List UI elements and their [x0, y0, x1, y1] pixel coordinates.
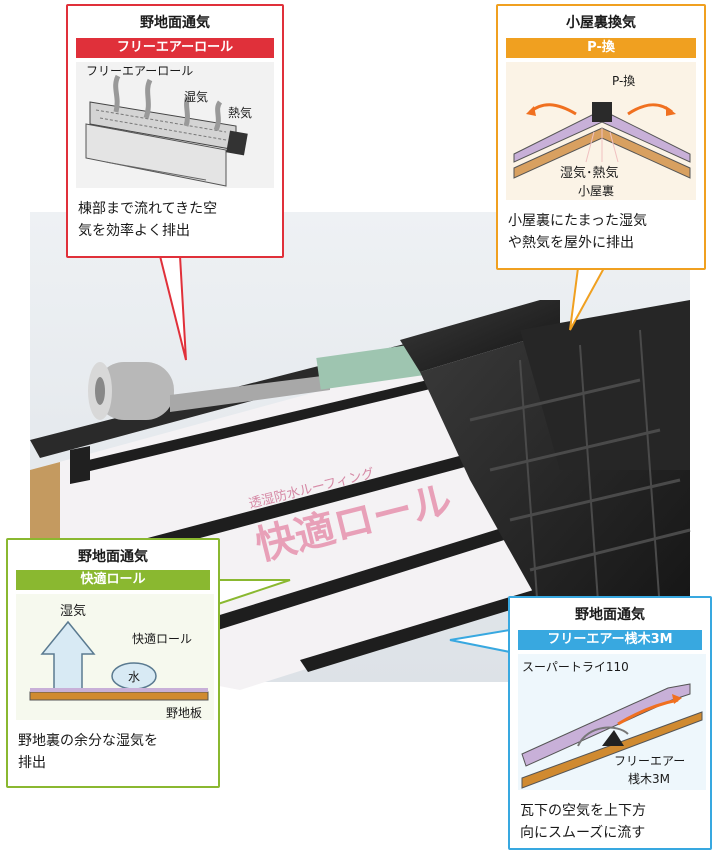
- label-product: P-換: [612, 74, 636, 88]
- desc-line-1: 小屋裏にたまった湿気: [508, 213, 648, 229]
- free-air-roll-art: フリーエアーロール 湿気 熱気: [76, 62, 274, 188]
- label-product: フリーエアーロール: [86, 64, 194, 78]
- kaiteki-roll-art: 湿気 快適ロール 水 野地板: [16, 594, 214, 720]
- batten-4: [300, 570, 608, 672]
- desc-line-2: や熱気を屋外に排出: [508, 235, 634, 251]
- label-humidity: 湿気: [60, 604, 87, 619]
- batten-1: [80, 370, 476, 472]
- callout-description: 野地裏の余分な湿気を 排出: [18, 730, 210, 774]
- callout-title: 小屋裏換気: [566, 15, 636, 31]
- label-heat: 熱気: [228, 106, 253, 120]
- desc-line-2: 排出: [18, 755, 46, 771]
- callout-free-air-roll: 野地面通気 フリーエアーロール フリーエアーロール 湿気 熱気 棟部まで流れてき…: [66, 4, 284, 258]
- callout-title: 野地面通気: [78, 549, 148, 565]
- callout-free-air-batten: 野地面通気 フリーエアー桟木3M スーパートライ110 フリーエアー 桟木3M …: [508, 596, 712, 850]
- desc-line-1: 棟部まで流れてきた空: [78, 201, 218, 217]
- label-batten-line1: フリーエアー: [614, 754, 686, 768]
- label-water: 水: [128, 670, 141, 684]
- label-sheet: スーパートライ110: [522, 660, 629, 674]
- p-kan-vent: [316, 342, 432, 390]
- callout-description: 小屋裏にたまった湿気 や熱気を屋外に排出: [508, 210, 696, 254]
- callout-description: 棟部まで流れてきた空 気を効率よく排出: [78, 198, 274, 242]
- callout-title: 野地面通気: [575, 607, 645, 623]
- callout-band: P-換: [506, 38, 696, 58]
- desc-line-1: 野地裏の余分な湿気を: [18, 733, 158, 749]
- roof-tiles: [400, 300, 691, 641]
- desc-line-2: 向にスムーズに流す: [520, 825, 646, 841]
- batten-3: [210, 510, 568, 630]
- free-air-batten-art: スーパートライ110 フリーエアー 桟木3M: [518, 654, 706, 790]
- free-air-roll: [88, 362, 330, 420]
- label-batten-line2: 桟木3M: [628, 772, 670, 786]
- callout-title: 野地面通気: [140, 15, 210, 31]
- callout-band: フリーエアーロール: [76, 38, 274, 58]
- label-board: 野地板: [166, 706, 203, 720]
- callout-kaiteki-roll: 野地面通気 快適ロール 湿気 快適ロール 水 野地板 野地裏の余分な湿気を 排出: [6, 538, 220, 788]
- p-kan-art: P-換 湿気･熱気 小屋裏: [506, 62, 696, 200]
- batten-2: [140, 440, 528, 552]
- label-humidity: 湿気: [184, 90, 209, 104]
- callout-band: 快適ロール: [16, 570, 210, 590]
- wood-edge: [30, 462, 60, 548]
- desc-line-2: 気を効率よく排出: [78, 223, 190, 239]
- callout-p-kan: 小屋裏換気 P-換 P-換 湿気･熱気 小屋裏 小屋裏にたまった湿気 や熱気を屋…: [496, 4, 706, 270]
- label-humid-heat: 湿気･熱気: [560, 166, 619, 181]
- label-attic: 小屋裏: [578, 184, 615, 198]
- desc-line-1: 瓦下の空気を上下方: [520, 803, 646, 819]
- callout-description: 瓦下の空気を上下方 向にスムーズに流す: [520, 800, 702, 844]
- callout-band: フリーエアー桟木3M: [518, 630, 702, 650]
- label-product: 快適ロール: [132, 632, 193, 646]
- ridge-support: [70, 446, 90, 484]
